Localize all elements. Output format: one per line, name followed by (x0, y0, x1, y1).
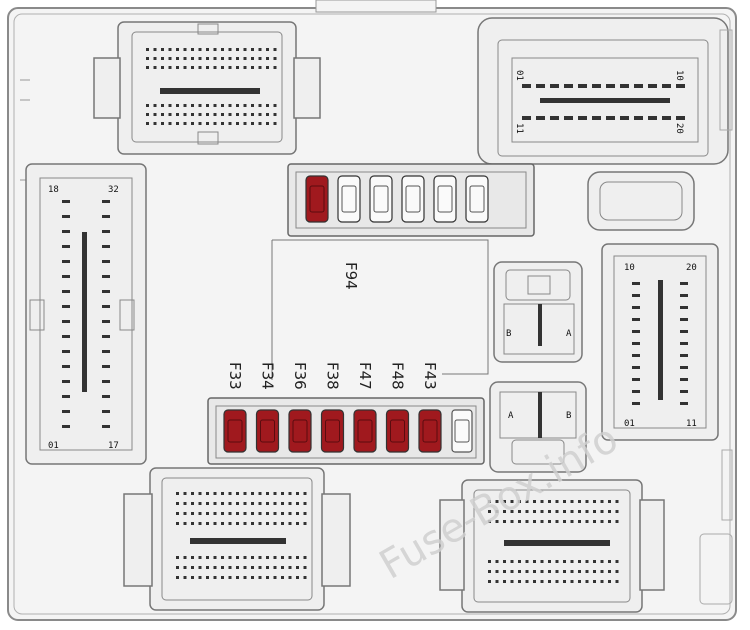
fuse-top-blank1 (337, 175, 361, 223)
fuse-label-f43: F43 (421, 362, 439, 390)
fuse-labels-bottom: F33 F34 F36 F38 F47 F48 F43 (226, 362, 439, 390)
fuse-label-f48: F48 (389, 362, 407, 390)
fuse-bottom-f33 (223, 409, 247, 453)
fuse-bottom-f43 (418, 409, 442, 453)
pin-label-11-right: 11 (686, 419, 697, 429)
fuse-block-bottom (207, 397, 485, 465)
fuse-bottom-f34 (255, 409, 280, 453)
relay-lower: A B (489, 381, 587, 473)
fuse-top-blank5 (465, 175, 489, 223)
pin-label-32: 32 (108, 185, 119, 195)
relay-lower-pin-right: B (566, 411, 571, 421)
fuse-top-blank4 (433, 175, 457, 223)
leader-lines (271, 239, 489, 380)
fuse-label-f38: F38 (324, 362, 342, 390)
fuse-top-blank3 (401, 175, 425, 223)
fuse-slot-empty (451, 409, 473, 453)
housing-edge-right (699, 29, 733, 605)
pin-label-11: 11 (514, 123, 524, 134)
relay-lower-pin-left: A (508, 411, 514, 421)
fuse-label-f36: F36 (291, 362, 309, 390)
pin-label-18: 18 (48, 185, 59, 195)
relay-upper-pin-right: A (566, 329, 572, 339)
fuse-top-blank2 (369, 175, 393, 223)
connector-bottom-left (123, 467, 351, 611)
bracket (587, 171, 695, 231)
pin-label-20: 20 (674, 123, 684, 134)
fuse-label-f94: F94 (342, 262, 360, 290)
fuse-top-f94 (305, 175, 329, 223)
relay-upper-pin-left: B (506, 329, 511, 339)
pin-label-20-right: 20 (686, 263, 697, 273)
pin-label-10-right: 10 (624, 263, 635, 273)
fuse-bottom-f48 (385, 409, 410, 453)
pin-label-10: 10 (674, 70, 684, 81)
pin-label-17: 17 (108, 441, 119, 451)
fuse-bottom-f38 (320, 409, 345, 453)
fuse-bottom-f36 (288, 409, 312, 453)
pin-label-01-right: 01 (624, 419, 635, 429)
connector-top-right: 01 10 11 20 (477, 17, 729, 165)
pin-label-01: 01 (514, 70, 524, 81)
connector-right: 10 20 01 11 (601, 243, 719, 441)
pin-label-01-left: 01 (48, 441, 59, 451)
connector-left: 18 32 01 17 (25, 163, 147, 465)
fuse-block-top (287, 163, 535, 237)
relay-upper: B A (493, 261, 583, 363)
connector-top-left (93, 21, 321, 155)
fuse-label-f47: F47 (356, 362, 374, 390)
fuse-label-f34: F34 (259, 362, 277, 390)
fuse-bottom-f47 (353, 409, 377, 453)
fuse-label-f33: F33 (226, 362, 244, 390)
connector-bottom-right (439, 479, 665, 613)
